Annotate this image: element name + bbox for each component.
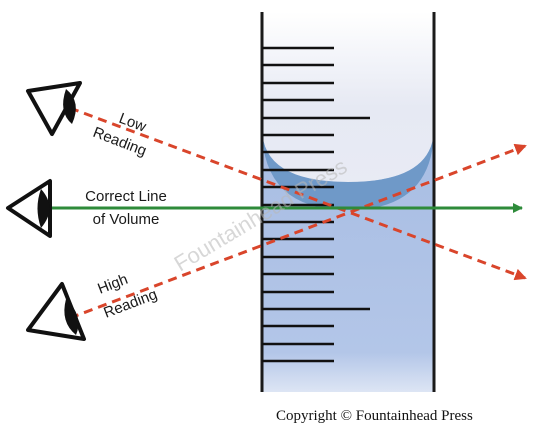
copyright-notice: Copyright © Fountainhead Press <box>276 408 473 424</box>
low-reading-label-line1: Low <box>117 110 149 136</box>
graduated-cylinder <box>260 12 436 392</box>
eye-icon-correct <box>6 179 52 238</box>
high-reading-line <box>69 143 527 320</box>
high-reading-label-line1: High <box>95 271 130 298</box>
low-reading-line <box>69 106 527 281</box>
meniscus <box>262 128 434 210</box>
correct-line-label-line2: of Volume <box>93 211 160 228</box>
graduation-marks <box>262 46 370 363</box>
eye-icon-high <box>26 282 86 341</box>
correct-line-label-line1: Correct Line <box>85 188 167 205</box>
eye-icon-low <box>26 81 82 136</box>
